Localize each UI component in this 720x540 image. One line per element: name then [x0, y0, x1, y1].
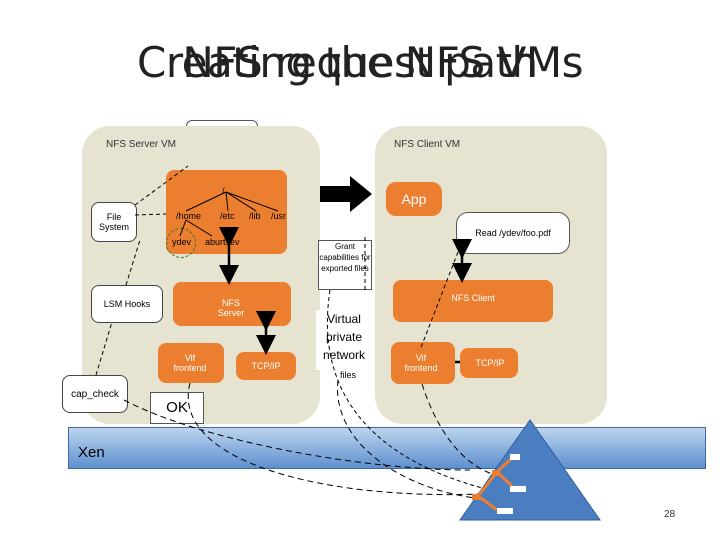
ok-callout: OK	[150, 392, 204, 424]
capability-triangle	[459, 419, 601, 521]
dashed-path-grant	[327, 234, 491, 491]
dashed-path-cap	[123, 399, 471, 471]
dir-lib-label: /lib	[249, 211, 261, 221]
client-vm-label: NFS Client VM	[394, 139, 461, 150]
client-tcp-ip-label: TCP/IP	[475, 358, 505, 368]
fs-root-label: /	[222, 186, 225, 196]
ydev-highlight-circle	[166, 228, 196, 258]
dashed-link-capcheck	[95, 321, 113, 376]
dashed-path-read	[419, 251, 459, 351]
dir-etc-label: /etc	[220, 211, 235, 221]
files-label: files	[340, 370, 357, 380]
client-tcp-ip-block	[460, 348, 518, 378]
dashed-path-server	[187, 382, 481, 496]
capability-node-4	[510, 486, 526, 492]
lsm-hooks-box: LSM Hooks	[91, 285, 163, 323]
server-vm-label: NFS Server VM	[106, 139, 177, 150]
capability-node-2	[492, 470, 500, 476]
capability-node-5	[497, 508, 513, 514]
big-black-arrow	[320, 176, 372, 212]
app-label: App	[401, 191, 427, 207]
dir-home-label: /home	[176, 211, 202, 221]
server-tcp-ip-label: TCP/IP	[251, 361, 281, 371]
dashed-link-fs	[134, 165, 189, 216]
capability-node-1	[510, 454, 520, 460]
page-number: 28	[664, 509, 676, 520]
server-vif-frontend-label: Vif frontend	[173, 353, 207, 373]
dashed-path-client	[421, 383, 501, 477]
nfs-client-label: NFS Client	[451, 293, 495, 303]
client-vif-frontend-label: Vif frontend	[404, 353, 438, 373]
server-tcp-ip-block	[236, 352, 296, 380]
dashed-path-network	[337, 379, 506, 501]
dashed-link-lsm	[125, 239, 141, 286]
capability-node-3	[472, 494, 480, 500]
grant-capabilities-callout: Grant capabilities for exported files	[318, 240, 372, 290]
read-request-callout: Read /ydev/foo.pdf	[456, 212, 570, 254]
nfs-client-block	[393, 280, 553, 322]
dir-usr-label: /usr	[271, 211, 287, 221]
file-system-box: File System	[91, 202, 137, 242]
server-vif-frontend-block	[158, 343, 224, 383]
fs-tree-lines	[179, 191, 279, 237]
title-line-1: Creating the NFS VMs	[137, 38, 584, 87]
title-line-2: NFS request path	[182, 38, 538, 87]
virtual-network-callout: Virtual private network	[316, 310, 372, 370]
cap-check-box: cap_check	[62, 375, 128, 413]
app-block	[386, 182, 442, 216]
client-vif-frontend-block	[391, 342, 455, 384]
xen-label: Xen	[78, 444, 105, 461]
nfs-server-label: NFS Server	[217, 298, 245, 318]
xen-hypervisor-bar	[68, 427, 706, 469]
